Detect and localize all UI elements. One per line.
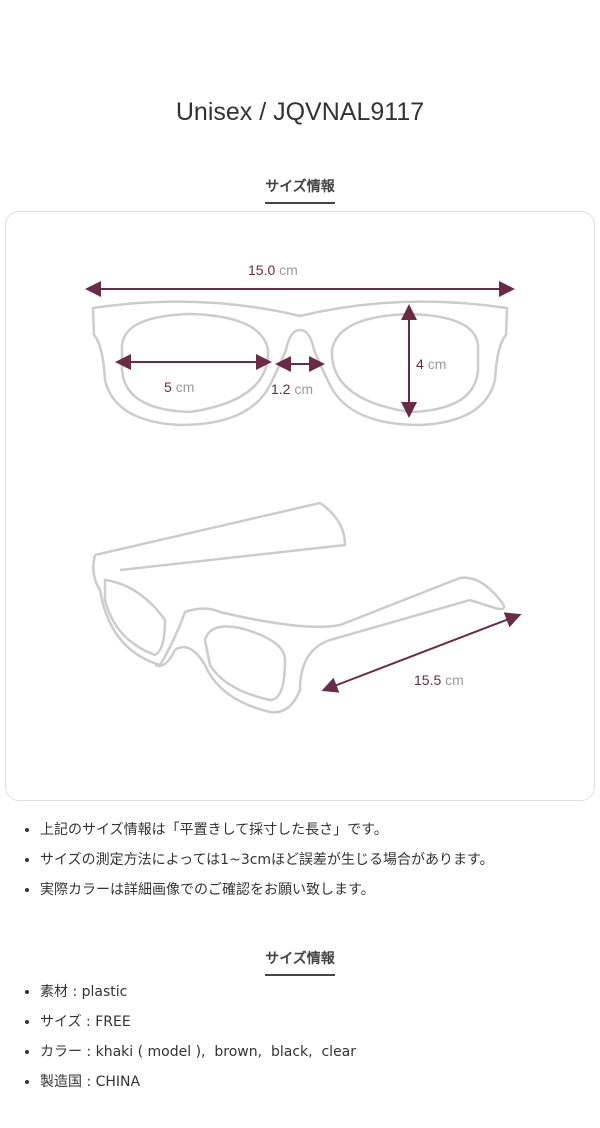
info-item: 製造国 : CHINA: [40, 1067, 356, 1097]
info-heading: サイズ情報: [0, 948, 600, 976]
note-item: サイズの測定方法によっては1~3cmほど誤差が生じる場合があります。: [40, 845, 494, 875]
info-list: 素材 : plastic サイズ : FREE カラー : khaki ( mo…: [22, 977, 356, 1097]
size-heading: サイズ情報: [0, 176, 600, 204]
height-label: 4 cm: [416, 356, 447, 372]
glasses-diagram: [85, 281, 522, 714]
info-item: サイズ : FREE: [40, 1007, 356, 1037]
product-title: Unisex / JQVNAL9117: [175, 98, 425, 126]
lens-label: 5 cm: [164, 379, 195, 395]
notes-list: 上記のサイズ情報は「平置きして採寸した長さ」です。 サイズの測定方法によっては1…: [22, 815, 494, 905]
note-item: 実際カラーは詳細画像でのご確認をお願い致します。: [40, 875, 494, 905]
temple-label: 15.5 cm: [414, 672, 464, 688]
info-item: 素材 : plastic: [40, 977, 356, 1007]
width-label: 15.0 cm: [248, 262, 298, 278]
bridge-label: 1.2 cm: [271, 381, 314, 397]
glasses-angle-icon: [92, 501, 506, 714]
info-item: カラー : khaki ( model ), brown, black, cle…: [40, 1037, 356, 1067]
glasses-front-icon: [91, 300, 509, 427]
note-item: 上記のサイズ情報は「平置きして採寸した長さ」です。: [40, 815, 494, 845]
size-diagram-box: [5, 211, 595, 801]
